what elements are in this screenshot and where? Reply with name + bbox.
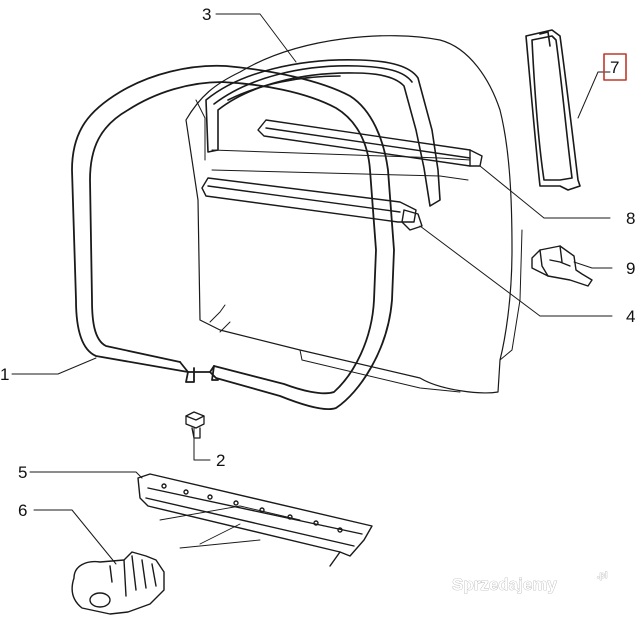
callout-2: 2 xyxy=(216,451,225,470)
part-7-highlight-box xyxy=(603,53,627,81)
part-7-pillar-trim xyxy=(525,29,581,191)
watermark-suffix: .pl xyxy=(597,570,608,580)
part-2-fastener xyxy=(185,411,205,439)
leader-lines xyxy=(11,13,613,565)
callout-6: 6 xyxy=(18,501,27,520)
callout-4: 4 xyxy=(626,307,635,326)
part-3-window-frame-seal xyxy=(205,59,441,207)
part-1-main-door-seal xyxy=(71,64,395,410)
part-9-clip xyxy=(531,245,593,287)
callout-1: 1 xyxy=(0,365,9,384)
callout-8: 8 xyxy=(626,209,635,228)
part-4-clip xyxy=(401,209,423,231)
part-5-sill-rail xyxy=(137,473,373,567)
watermark-text: Sprzedajemy xyxy=(452,575,557,594)
inner-belt-strip xyxy=(201,177,417,223)
part-6-rubber-bumper xyxy=(71,551,165,615)
door-body-outline xyxy=(185,35,523,394)
sill-guide-lines xyxy=(159,505,301,549)
watermark: Sprzedajemy .pl xyxy=(452,570,608,595)
callout-5: 5 xyxy=(18,463,27,482)
callout-3: 3 xyxy=(202,5,211,24)
part-8-belt-strip xyxy=(257,119,483,167)
callout-9: 9 xyxy=(626,259,635,278)
callout-7: 7 xyxy=(610,58,619,77)
